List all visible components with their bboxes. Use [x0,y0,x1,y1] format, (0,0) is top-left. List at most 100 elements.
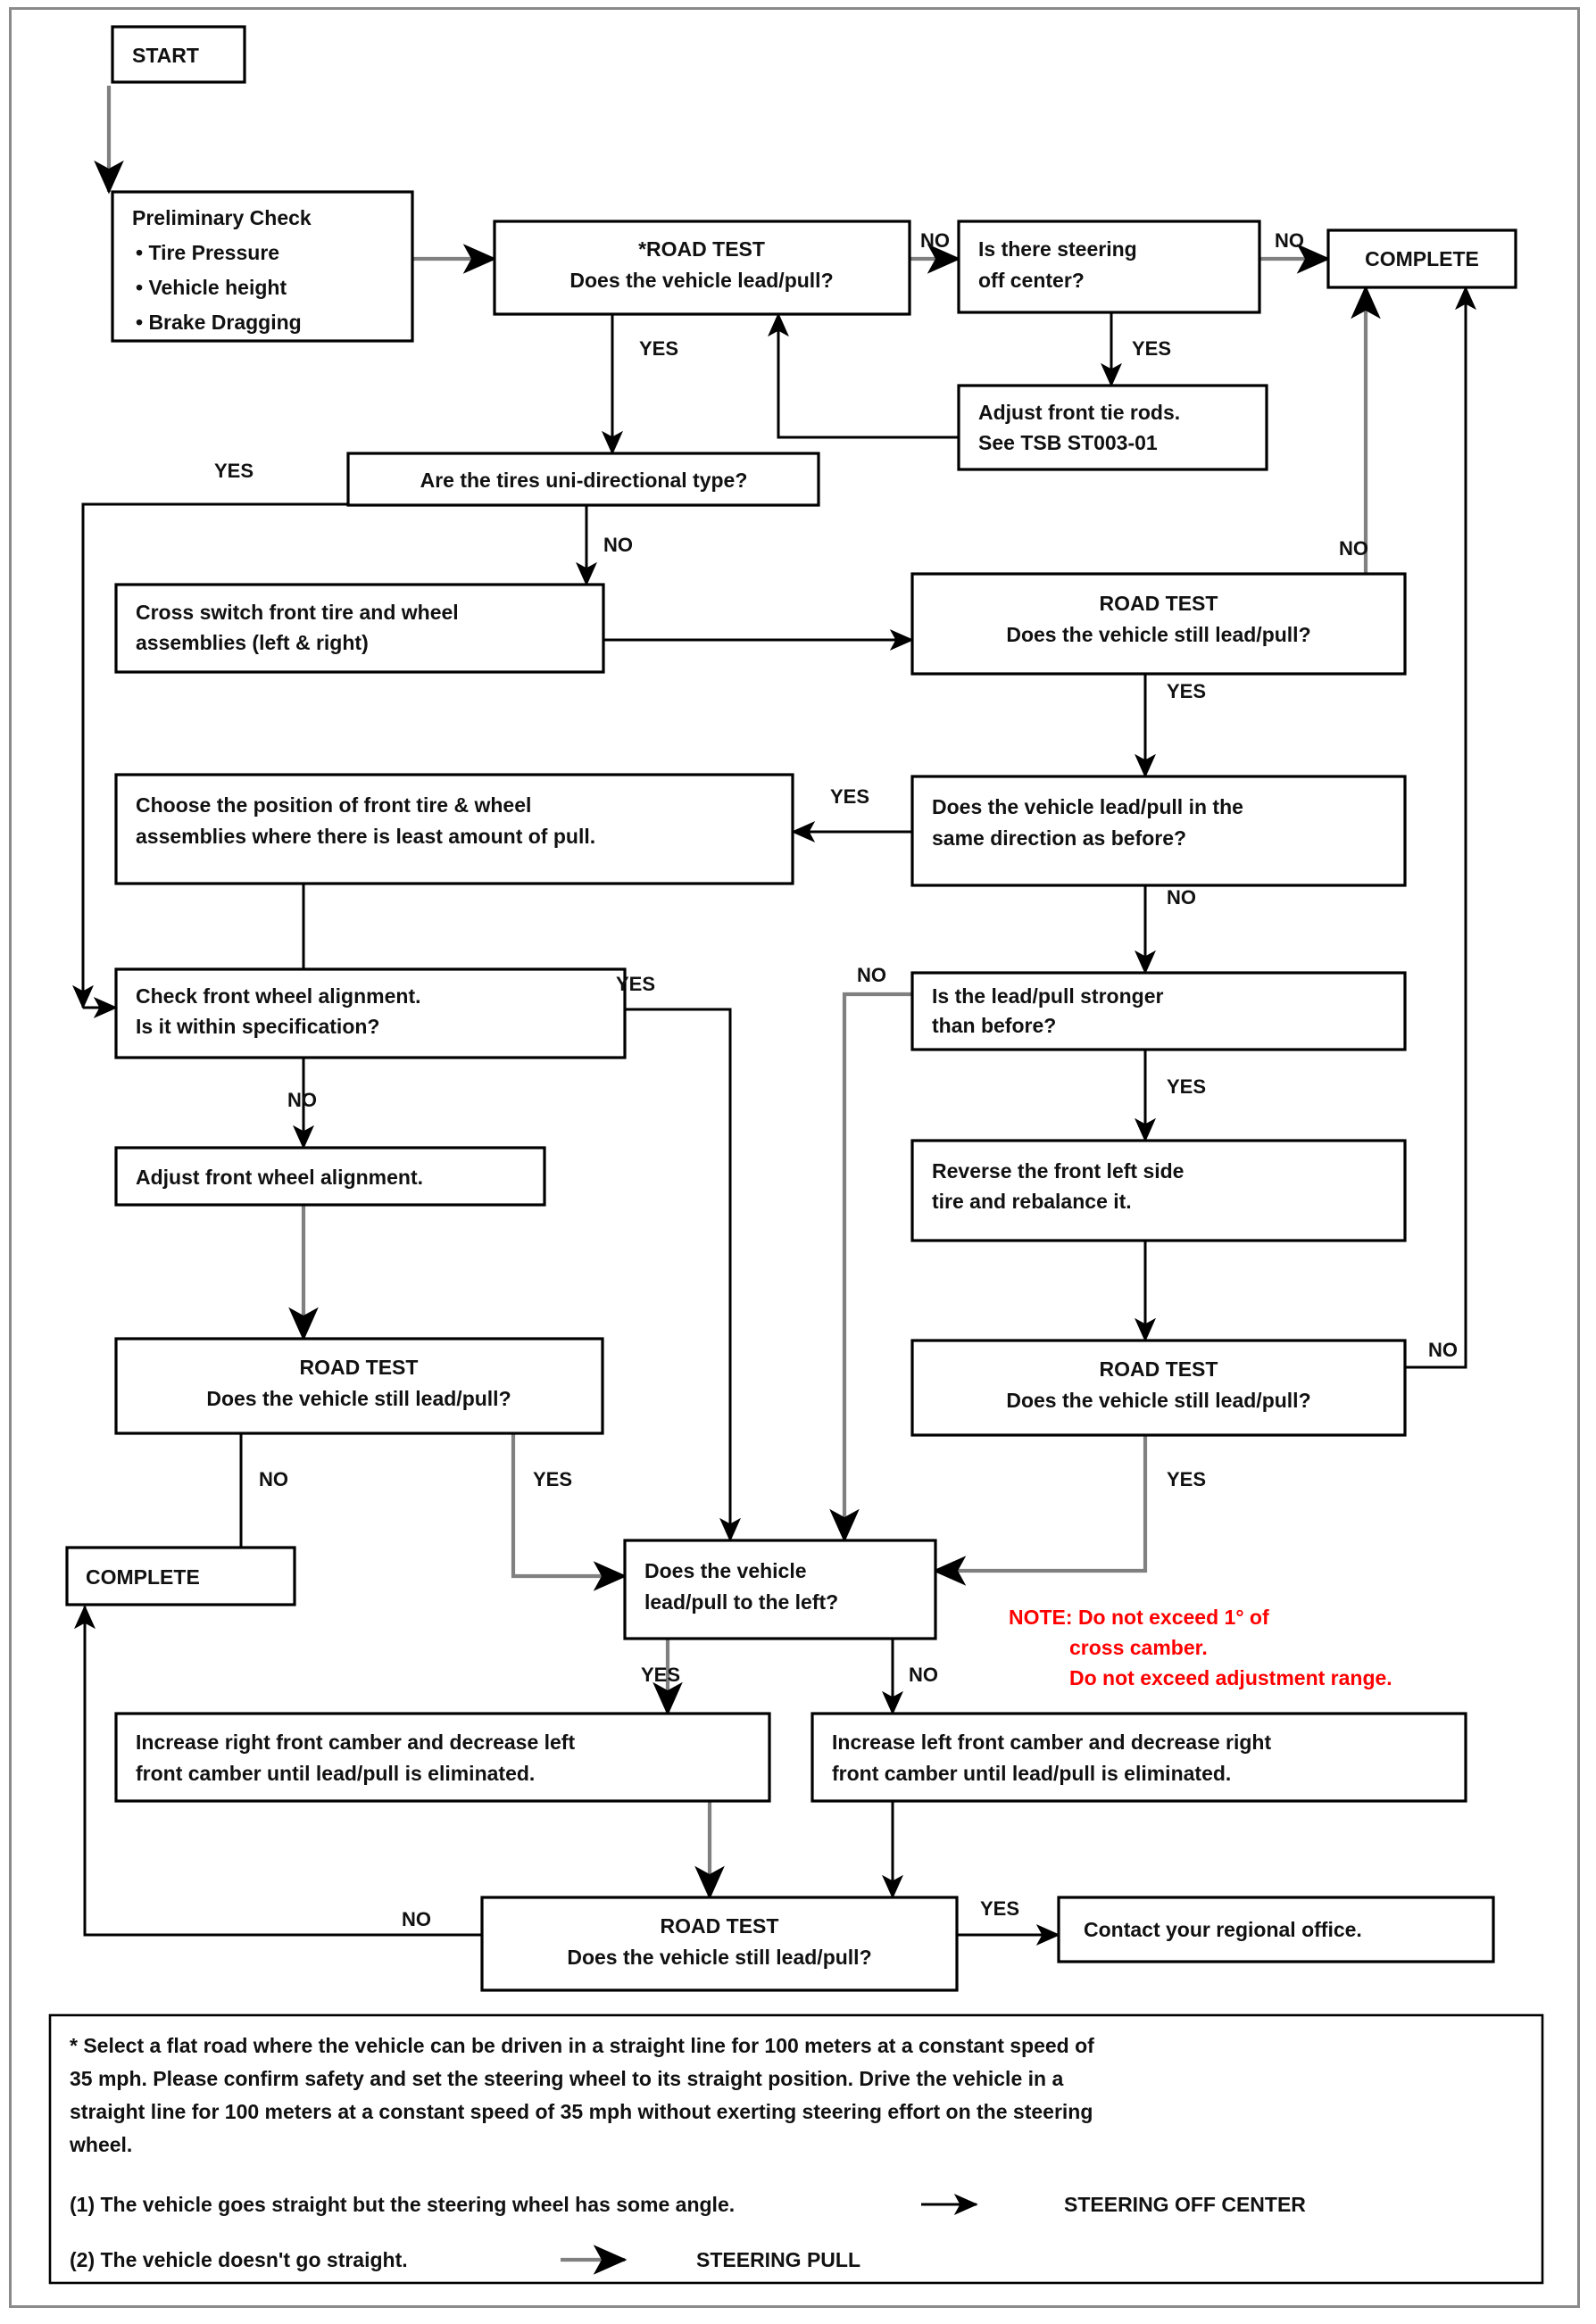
node-steering-off-center [957,220,1261,314]
footnote-item-2-result: STEERING PULL [696,2248,860,2271]
node-road-test-1-line1: *ROAD TEST [638,237,765,261]
note-line-1: NOTE: Do not exceed 1° of [1009,1606,1269,1629]
edge-label-samedir-yes: YES [830,785,869,808]
edge-label-checkalign-no: NO [287,1089,317,1111]
node-road-test-2-line2: Does the vehicle still lead/pull? [1006,623,1310,646]
footnote-para-line-3: straight line for 100 meters at a consta… [70,2100,1093,2123]
edge-label-roadtest4-yes: YES [1167,1468,1206,1490]
edge-label-roadtest2-yes: YES [1167,680,1206,702]
node-uni-directional-label: Are the tires uni-directional type? [420,469,748,492]
edge-label-roadtest1-no: NO [920,229,950,252]
node-road-test-4-line2: Does the vehicle still lead/pull? [1006,1389,1310,1412]
node-same-direction [910,775,1407,887]
node-stronger [910,971,1407,1051]
node-check-alignment-line1: Check front wheel alignment. [136,984,421,1008]
node-uni-directional [346,452,820,507]
edge-label-roadtest5-yes: YES [980,1897,1019,1920]
node-cross-switch-line1: Cross switch front tire and wheel [136,601,459,624]
edge-roadtest4-yes-pullleft [932,1401,1148,1586]
edge-label-offcenter-yes: YES [1132,337,1171,360]
footnote-item-1-text: (1) The vehicle goes straight but the st… [70,2193,735,2216]
node-stronger-line2: than before? [932,1014,1056,1037]
footnote-item-2-text: (2) The vehicle doesn't go straight. [70,2248,408,2271]
node-complete-bottom-label: COMPLETE [86,1565,200,1589]
node-camber-right [114,1712,771,1803]
node-regional-office [1057,1896,1495,1963]
node-complete-top-label: COMPLETE [1365,247,1479,270]
node-choose-position-line2: assemblies where there is least amount o… [136,825,595,848]
edge-label-roadtest1-yes: YES [639,337,678,360]
node-reverse-tire [910,1139,1407,1242]
node-regional-office-label: Contact your regional office. [1084,1918,1362,1941]
node-choose-position [114,773,794,885]
node-road-test-5 [480,1896,959,1992]
node-adjust-tie-rods-line1: Adjust front tie rods. [978,401,1180,424]
edge-roadtest4-no-complete [1405,286,1476,1369]
node-camber-left-line2: front camber until lead/pull is eliminat… [832,1762,1231,1785]
edge-label-roadtest3-no: NO [259,1468,288,1490]
node-road-test-3-line1: ROAD TEST [300,1356,419,1379]
footnote-item-1-result: STEERING OFF CENTER [1064,2193,1306,2216]
edge-label-roadtest3-yes: YES [533,1468,572,1490]
node-camber-left [810,1712,1467,1803]
node-preliminary-item-3: • Brake Dragging [136,311,302,334]
node-same-direction-line2: same direction as before? [932,826,1186,850]
edge-label-checkalign-yes: YES [616,973,655,995]
node-stronger-line1: Is the lead/pull stronger [932,984,1163,1008]
node-pull-left-line2: lead/pull to the left? [644,1590,838,1614]
node-road-test-5-line1: ROAD TEST [661,1914,779,1938]
footnote-para-line-2: 35 mph. Please confirm safety and set th… [70,2067,1063,2090]
node-check-alignment-line2: Is it within specification? [136,1015,379,1038]
edge-label-samedir-no: NO [1167,886,1196,909]
node-camber-right-line2: front camber until lead/pull is eliminat… [136,1762,535,1785]
node-adjust-alignment-label: Adjust front wheel alignment. [136,1166,423,1189]
edge-uni-yes-to-checkalign [72,502,348,1009]
node-adjust-alignment [114,1146,546,1207]
node-road-test-3 [114,1337,604,1435]
edge-label-roadtest2-no: NO [1339,537,1368,560]
node-preliminary-item-2: • Vehicle height [136,276,287,299]
footnote-para-line-4: wheel. [69,2133,132,2156]
edge-tierods-back-to-roadtest1 [768,312,959,439]
footnote-panel [48,2013,1544,2285]
node-camber-right-line1: Increase right front camber and decrease… [136,1731,575,1754]
note-line-3: Do not exceed adjustment range. [1069,1666,1392,1689]
edge-label-uni-yes: YES [214,460,254,482]
node-complete-top [1326,228,1517,289]
node-preliminary-title: Preliminary Check [132,206,312,229]
edge-roadtest5-no-complete [74,1605,482,1937]
node-adjust-tie-rods [957,384,1268,471]
node-cross-switch [114,583,605,674]
node-road-test-2 [910,572,1407,676]
edge-label-pullleft-yes: YES [641,1664,680,1686]
node-pull-left [623,1539,937,1640]
edge-checkalign-yes-to-pullleft [625,1008,741,1542]
note-line-2: cross camber. [1069,1636,1208,1659]
node-road-test-1-line2: Does the vehicle lead/pull? [569,269,833,292]
edge-label-offcenter-no: NO [1275,229,1304,252]
node-same-direction-line1: Does the vehicle lead/pull in the [932,795,1243,818]
node-choose-position-line1: Choose the position of front tire & whee… [136,793,531,817]
node-complete-bottom [65,1546,296,1606]
node-pull-left-line1: Does the vehicle [644,1559,807,1582]
edge-label-roadtest5-no: NO [402,1908,431,1930]
node-steering-off-center-line1: Is there steering [978,237,1137,261]
node-preliminary-check [111,190,414,343]
node-reverse-tire-line2: tire and rebalance it. [932,1190,1132,1213]
node-preliminary-item-1: • Tire Pressure [136,241,279,264]
node-road-test-2-line1: ROAD TEST [1100,592,1218,615]
edge-label-pullleft-no: NO [909,1664,938,1686]
node-check-alignment [114,967,627,1059]
edge-label-uni-no: NO [603,534,633,556]
edge-roadtest3-yes-pullleft [511,1399,628,1591]
edge-label-stronger-yes: YES [1167,1075,1206,1098]
node-road-test-5-line2: Does the vehicle still lead/pull? [567,1946,871,1969]
node-start-label: START [132,44,199,67]
node-steering-off-center-line2: off center? [978,269,1085,292]
node-cross-switch-line2: assemblies (left & right) [136,631,369,654]
edge-label-roadtest4-no: NO [1428,1339,1458,1361]
node-road-test-4-line1: ROAD TEST [1100,1357,1218,1381]
edge-stronger-no-to-pullleft [829,992,912,1543]
